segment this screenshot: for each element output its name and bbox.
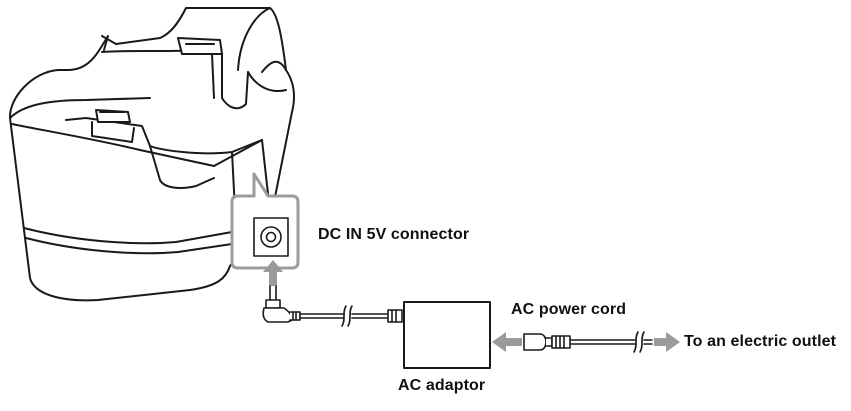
ac-power-cord <box>523 331 653 353</box>
ac-adaptor-box <box>403 301 491 369</box>
to-outlet-arrow <box>654 332 680 352</box>
dc-connector-callout <box>230 172 300 270</box>
charging-station-illustration <box>8 7 295 302</box>
plug-in-arrow <box>263 260 283 286</box>
dc-plug-cable <box>262 285 403 327</box>
ac-adaptor-label: AC adaptor <box>398 377 486 394</box>
cord-into-adaptor-arrow <box>492 332 522 352</box>
to-outlet-label: To an electric outlet <box>684 333 837 350</box>
ac-power-cord-label: AC power cord <box>511 301 627 318</box>
dc-connector-label: DC IN 5V connector <box>318 226 470 243</box>
